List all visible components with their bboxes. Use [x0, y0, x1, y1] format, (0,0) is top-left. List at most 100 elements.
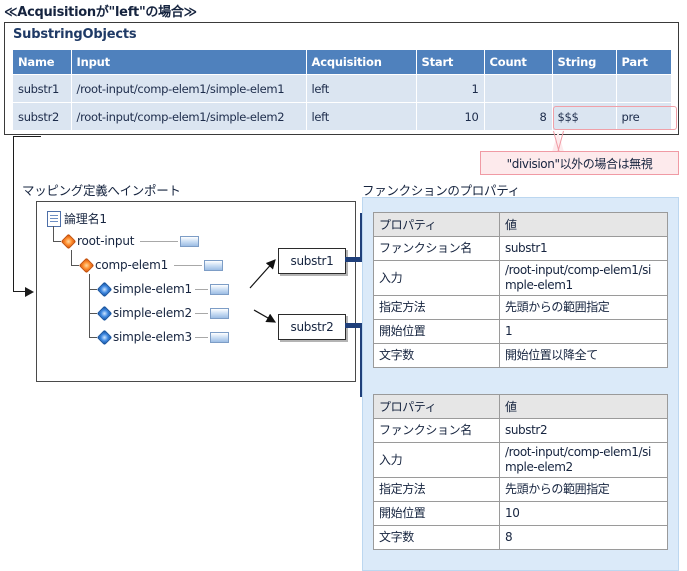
field-chip-icon: [180, 235, 200, 247]
properties-header-value: 値: [499, 394, 668, 419]
field-chip-icon: [209, 331, 229, 343]
field-chip-icon: [209, 307, 229, 319]
properties-table-substr1: プロパティ 値 ファンクション名 substr1 入力 /root-input/…: [373, 212, 668, 368]
property-value: 開始位置以降全て: [499, 343, 668, 368]
properties-header-key: プロパティ: [373, 394, 500, 419]
complex-node-icon: [78, 257, 95, 273]
callout-pointer: [552, 131, 564, 152]
function-properties-panel: プロパティ 値 ファンクション名 substr1 入力 /root-input/…: [362, 197, 679, 571]
label-function-properties: ファンクションのプロパティ: [362, 183, 520, 198]
tree-node-comp-elem1[interactable]: comp-elem1: [78, 257, 224, 273]
cell-count: [484, 74, 553, 103]
properties-row[interactable]: 開始位置 1: [373, 319, 668, 344]
properties-row[interactable]: 指定方法 先頭からの範囲指定: [373, 295, 668, 320]
tree-connector-horizontal: [89, 313, 97, 314]
column-header-count[interactable]: Count: [484, 50, 553, 75]
substring-objects-panel: SubstringObjects Name Input Acquisition …: [4, 22, 679, 135]
cell-part: [616, 74, 671, 103]
cell-start: 10: [416, 102, 485, 130]
label-import-to-mapping: マッピング定義へインポート: [22, 183, 181, 198]
column-header-start[interactable]: Start: [416, 50, 485, 75]
properties-row[interactable]: ファンクション名 substr2: [373, 418, 668, 443]
property-key: 入力: [373, 260, 500, 296]
properties-row[interactable]: 開始位置 10: [373, 501, 668, 526]
tree-node-root-input[interactable]: root-input: [60, 233, 200, 249]
tree-leader-line: [194, 336, 208, 338]
cell-acquisition: left: [306, 74, 417, 103]
tree-connector-vertical: [89, 274, 90, 338]
property-value: 8: [499, 525, 668, 550]
tree-leader-line: [194, 312, 208, 314]
document-icon: [47, 210, 61, 227]
connector-line-horizontal-left: [13, 291, 25, 292]
property-key: ファンクション名: [373, 236, 500, 261]
column-header-part[interactable]: Part: [616, 50, 671, 75]
tree-node-simple-elem1[interactable]: simple-elem1: [96, 281, 229, 297]
tree-node-root-document[interactable]: 論理名1: [47, 210, 107, 227]
field-chip-icon: [209, 283, 229, 295]
simple-node-icon: [96, 329, 113, 345]
cell-input: /root-input/comp-elem1/simple-elem1: [71, 74, 307, 103]
connector-arrow-into-tree: [25, 287, 34, 297]
tree-node-simple-elem3[interactable]: simple-elem3: [96, 329, 229, 345]
column-header-input[interactable]: Input: [71, 50, 307, 75]
simple-node-icon: [96, 305, 113, 321]
mapping-arrows: [249, 259, 277, 323]
tree-node-simple-elem2[interactable]: simple-elem2: [96, 305, 229, 321]
properties-header-value: 値: [499, 212, 668, 237]
properties-header-key: プロパティ: [373, 212, 500, 237]
substring-objects-table: Name Input Acquisition Start Count Strin…: [13, 50, 671, 130]
property-value: 先頭からの範囲指定: [499, 477, 668, 502]
table-row[interactable]: substr2 /root-input/comp-elem1/simple-el…: [13, 102, 671, 130]
tree-connector-horizontal: [89, 289, 97, 290]
properties-row[interactable]: 入力 /root-input/comp-elem1/simple-elem2: [373, 442, 668, 478]
simple-node-icon: [96, 281, 113, 297]
tree-node-label: simple-elem1: [113, 282, 192, 296]
property-key: 文字数: [373, 525, 500, 550]
tree-connector-vertical: [71, 250, 72, 266]
tree-node-label: 論理名1: [64, 212, 107, 226]
properties-header-row: プロパティ 値: [373, 394, 668, 419]
property-value: 先頭からの範囲指定: [499, 295, 668, 320]
property-key: ファンクション名: [373, 418, 500, 443]
mapping-tree-panel: 論理名1 root-input comp-elem1 simple-elem1 …: [36, 201, 356, 382]
property-key: 開始位置: [373, 319, 500, 344]
tree-leader-line: [140, 240, 179, 242]
property-value: substr2: [499, 418, 668, 443]
tree-node-label: simple-elem2: [113, 306, 192, 320]
cell-part: pre: [616, 102, 671, 130]
cell-start: 1: [416, 74, 485, 103]
properties-row[interactable]: 文字数 開始位置以降全て: [373, 343, 668, 368]
property-key: 開始位置: [373, 501, 500, 526]
column-header-string[interactable]: String: [552, 50, 617, 75]
field-chip-icon: [204, 259, 224, 271]
tree-node-label: simple-elem3: [113, 330, 192, 344]
properties-row[interactable]: 指定方法 先頭からの範囲指定: [373, 477, 668, 502]
property-key: 指定方法: [373, 477, 500, 502]
properties-row[interactable]: ファンクション名 substr1: [373, 236, 668, 261]
navy-connector-substr1-horizontal-1: [345, 257, 365, 262]
column-header-name[interactable]: Name: [13, 50, 72, 75]
function-box-substr1[interactable]: substr1: [278, 248, 346, 274]
substring-objects-title: SubstringObjects: [13, 27, 137, 42]
function-box-substr2[interactable]: substr2: [278, 314, 346, 340]
tree-node-label: comp-elem1: [95, 258, 169, 272]
property-value: /root-input/comp-elem1/simple-elem1: [499, 260, 668, 296]
table-header-row: Name Input Acquisition Start Count Strin…: [13, 50, 671, 75]
cell-input: /root-input/comp-elem1/simple-elem2: [71, 102, 307, 130]
cell-name: substr1: [13, 74, 72, 103]
connector-line-top-left: [13, 136, 41, 137]
connector-line-vertical-left: [13, 136, 14, 291]
callout-note: "division"以外の場合は無視: [480, 151, 679, 175]
tree-connector-horizontal: [53, 241, 61, 242]
properties-row[interactable]: 入力 /root-input/comp-elem1/simple-elem1: [373, 260, 668, 296]
column-header-acquisition[interactable]: Acquisition: [306, 50, 417, 75]
properties-row[interactable]: 文字数 8: [373, 525, 668, 550]
property-key: 入力: [373, 442, 500, 478]
properties-table-substr2: プロパティ 値 ファンクション名 substr2 入力 /root-input/…: [373, 394, 668, 550]
property-key: 文字数: [373, 343, 500, 368]
tree-node-label: root-input: [77, 234, 135, 248]
table-row[interactable]: substr1 /root-input/comp-elem1/simple-el…: [13, 74, 671, 103]
cell-acquisition: left: [306, 102, 417, 130]
cell-string: [552, 74, 617, 103]
